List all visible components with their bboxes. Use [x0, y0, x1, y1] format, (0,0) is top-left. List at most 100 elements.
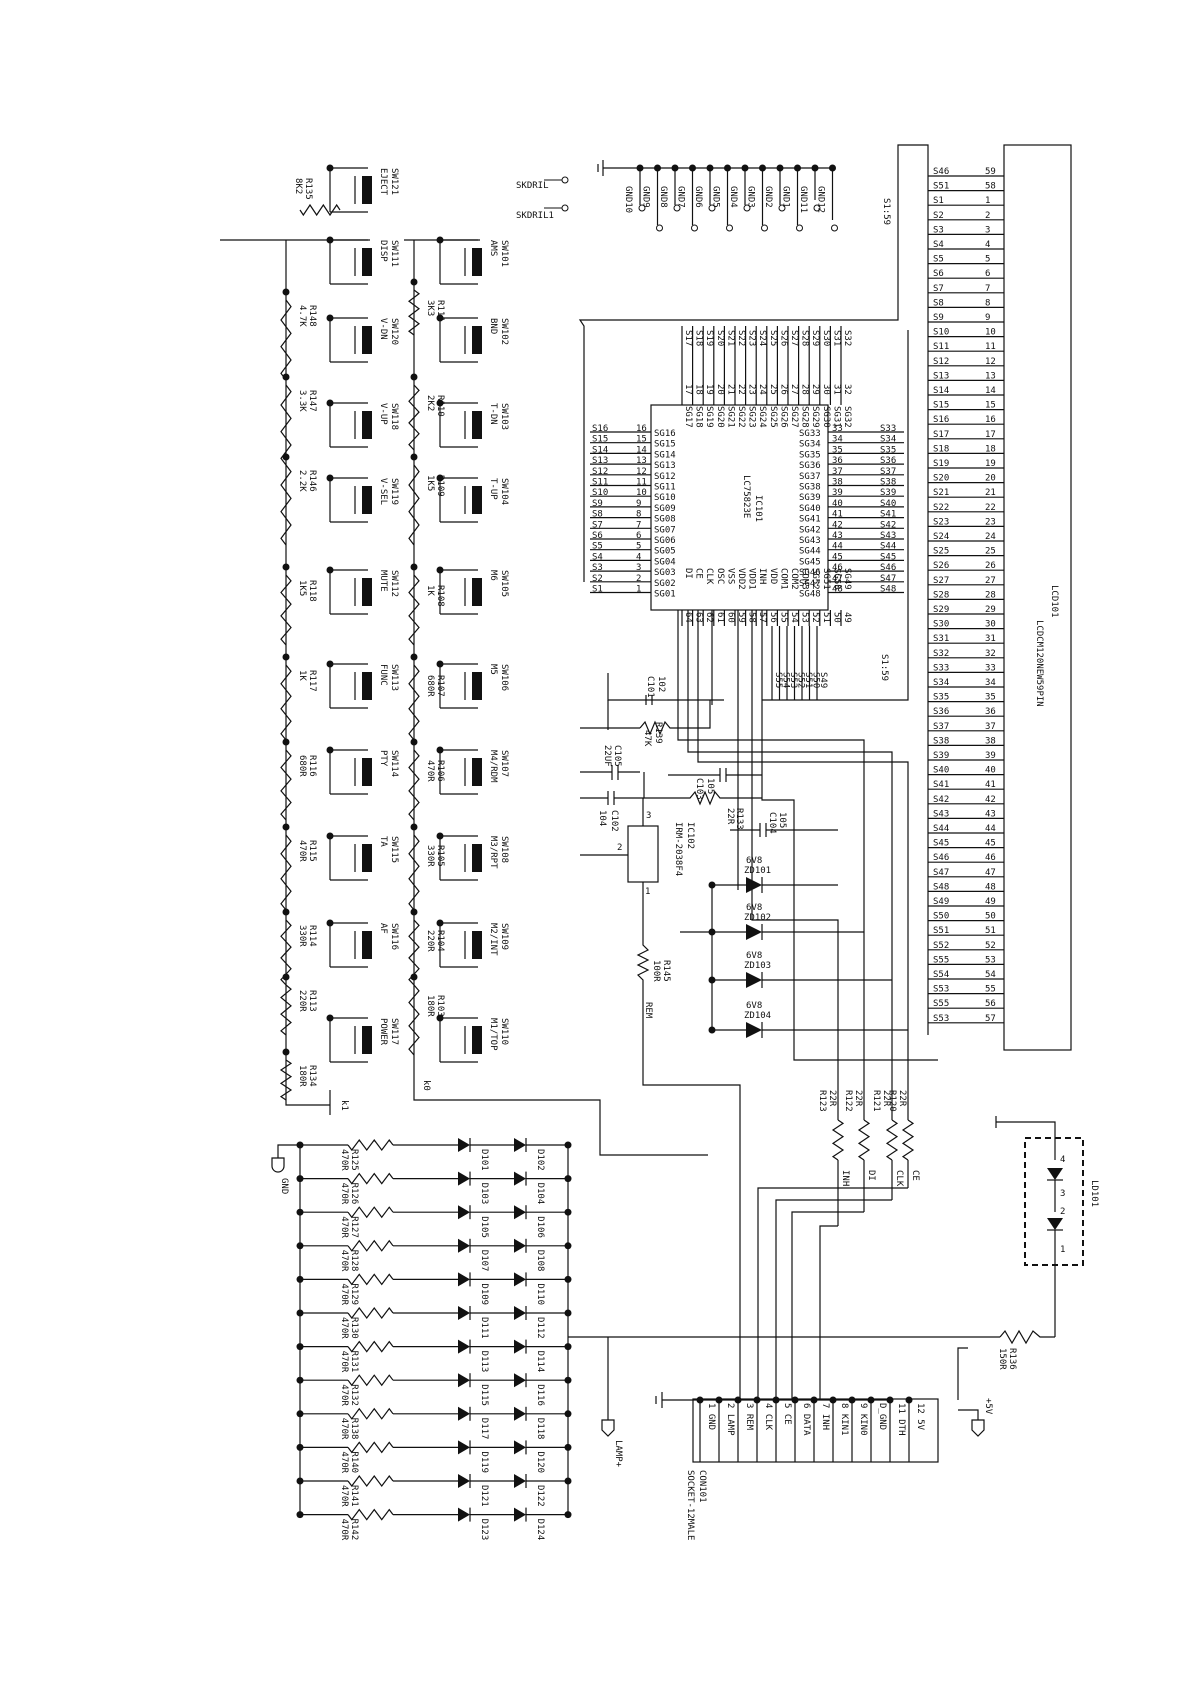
ic-bottom-pin: DI: [683, 568, 693, 579]
lcd-pin-signal: S10: [933, 328, 949, 338]
led-res-val: 470R: [339, 1418, 349, 1440]
gnd-label: GND12: [816, 186, 826, 213]
switch-actuator: [362, 411, 372, 439]
junction-dot: [564, 1175, 572, 1183]
ic-bottom-number: 53: [800, 612, 810, 623]
led-res-ref: R142: [349, 1519, 359, 1541]
res-val: 4.7K: [297, 305, 307, 327]
series-res-ref: R121: [871, 1090, 881, 1112]
junction-dot: [436, 660, 444, 668]
ic-bottom-number: 51: [821, 612, 831, 623]
lcd-pin-number: 32: [985, 649, 996, 659]
ic101-ref: IC101: [753, 495, 763, 522]
junction-dot: [326, 314, 334, 322]
switch-ref: SW119: [389, 478, 399, 505]
c103-ref: C103: [694, 778, 704, 800]
ic-right-signal: S42: [880, 520, 896, 530]
led-b: [514, 1171, 526, 1186]
junction-dot: [296, 1410, 304, 1418]
ic-left-number: 12: [636, 467, 647, 477]
lcd-pin-number: 49: [985, 897, 996, 907]
lcd-pin-signal: S31: [933, 634, 949, 644]
ic102-pin1: 1: [645, 887, 650, 897]
ic-right-pin: SG43: [799, 536, 821, 546]
led-b-ref: D122: [535, 1485, 545, 1507]
ic-bottom-pin: COM3: [800, 568, 810, 590]
gnd-terminal: [796, 224, 803, 232]
ic-right-number: 42: [832, 520, 843, 530]
junction-dot: [708, 1026, 716, 1034]
connector-pin: 8 KIN1: [839, 1403, 849, 1436]
led-b-ref: D124: [535, 1519, 545, 1541]
res-val: 3K3: [425, 300, 435, 316]
lcd-pin-number: 35: [985, 693, 996, 703]
bus-label-top: S1:59: [881, 198, 891, 225]
ic-top-signal: S22: [736, 330, 746, 346]
ic-left-number: 5: [636, 542, 641, 552]
switch-name: M6: [488, 570, 498, 581]
zener-val: 6V8: [746, 951, 762, 961]
ic-top-signal: S31: [831, 330, 841, 346]
ic-right-pin: SG42: [799, 525, 821, 535]
ic-bottom-pin: CE: [694, 568, 704, 579]
lcd-pin-number: 40: [985, 766, 996, 776]
ic-right-pin: SG34: [799, 440, 821, 450]
res-ref: R109: [435, 475, 445, 497]
ic-left-number: 8: [636, 510, 641, 520]
lcd-pin-number: 29: [985, 605, 996, 615]
ic-left-number: 2: [636, 574, 641, 584]
res-ref: R118: [307, 580, 317, 602]
resistor: [280, 464, 292, 546]
ic-top-number: 28: [800, 384, 810, 395]
res-ref: R116: [307, 755, 317, 777]
ic-right-number: 44: [832, 542, 843, 552]
junction-dot: [564, 1343, 572, 1351]
lcd-pin-number: 36: [985, 707, 996, 717]
ic101-support: 102 C101 R139 47K C105 22UF 105 C103 C10…: [580, 673, 838, 837]
res-val: 1K5: [425, 475, 435, 491]
ic-top-pin: SG29: [810, 406, 820, 428]
res-val: 330R: [425, 845, 435, 867]
c102-val: 104: [597, 810, 607, 826]
lcd-pin-number: 39: [985, 751, 996, 761]
res-ref: R114: [307, 925, 317, 947]
switch-name: AMS: [488, 240, 498, 256]
ic-right-pin: SG44: [799, 547, 821, 557]
skdril-label: SKDRIL: [516, 181, 549, 191]
junction-dot: [772, 1396, 780, 1404]
lcd-pin-number: 21: [985, 488, 996, 498]
lcd-pin-signal: S47: [933, 868, 949, 878]
ic-top-pin: SG25: [768, 406, 778, 428]
ic-top-signal: S25: [768, 330, 778, 346]
switch-ref: SW105: [499, 570, 509, 597]
ld101-pin1: 1: [1060, 1245, 1065, 1255]
gnd-label: GND11: [798, 186, 808, 213]
junction-dot: [296, 1242, 304, 1250]
res-ref: R134: [307, 1065, 317, 1087]
zener-val: 6V8: [746, 903, 762, 913]
lcd-pin-number: 27: [985, 576, 996, 586]
ic-left-number: 16: [636, 424, 647, 434]
junction-dot: [410, 653, 418, 661]
c105-ref: C105: [612, 745, 622, 767]
lcd-pin-signal: S42: [933, 795, 949, 805]
switch-ref: SW121: [389, 168, 399, 195]
lcd-pin-signal: S33: [933, 663, 949, 673]
lcd-pin-number: 48: [985, 882, 996, 892]
ic-top-pin: SG30: [821, 406, 831, 428]
switch-name: POWER: [378, 1018, 388, 1046]
ic-bottom-pin: SG51: [821, 568, 831, 590]
zener-ref: ZD101: [744, 866, 771, 876]
junction-dot: [296, 1309, 304, 1317]
res-ref: R103: [435, 995, 445, 1017]
